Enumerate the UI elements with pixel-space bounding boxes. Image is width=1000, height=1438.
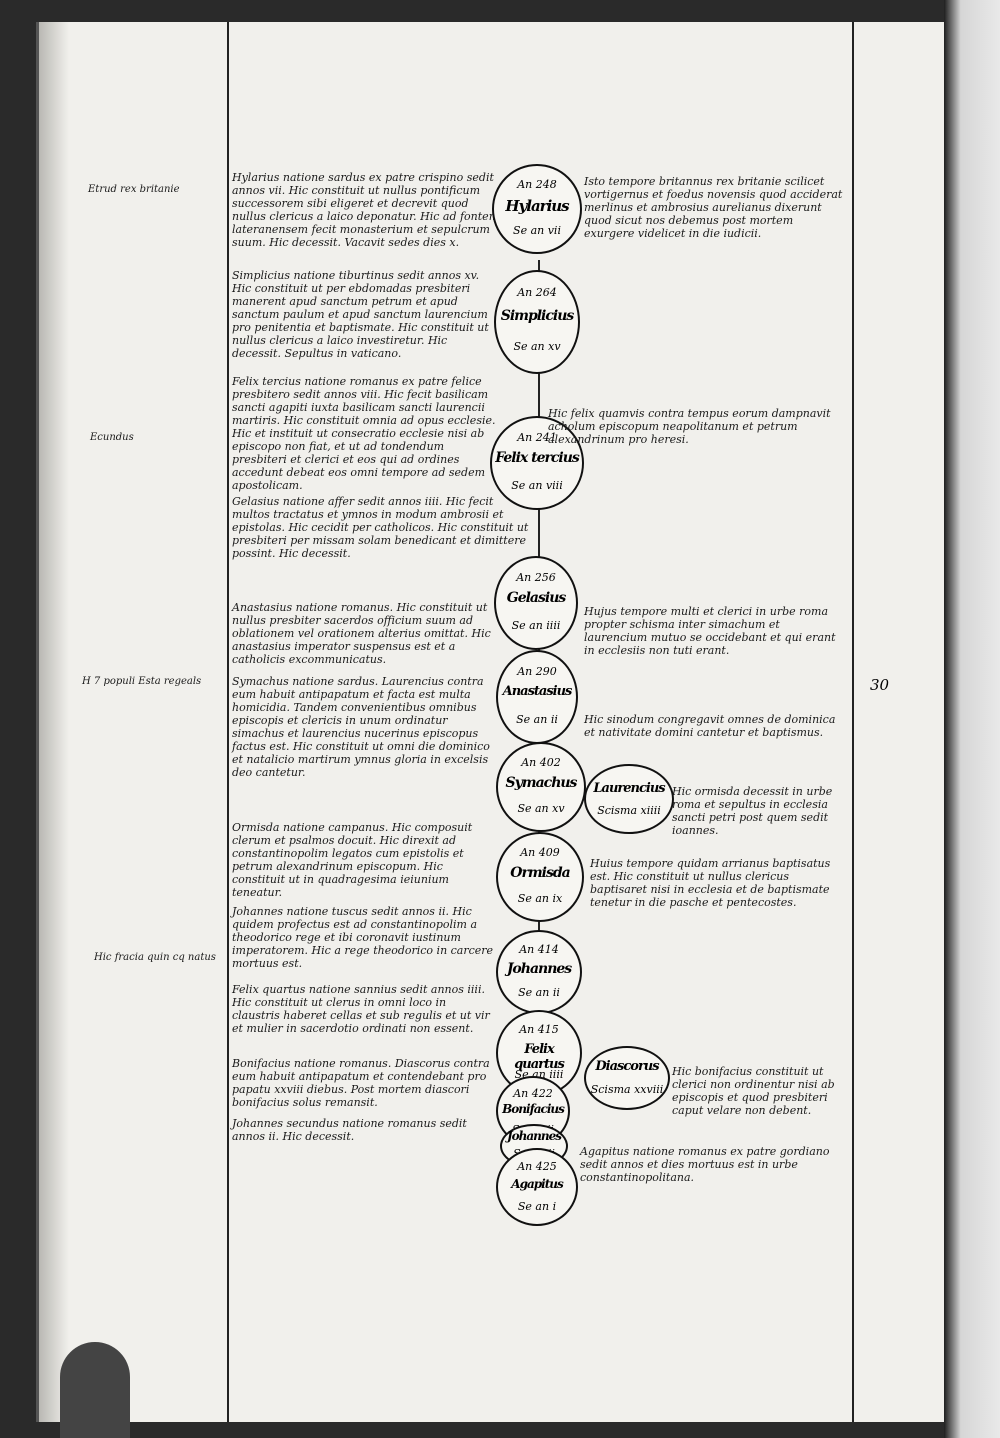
entry-simplicius: Simplicius natione tiburtinus sedit anno… [232, 269, 489, 360]
folio-number: 30 [870, 676, 890, 694]
right-entry-3: Hujus tempore multi et clerici in urbe r… [584, 605, 836, 657]
thumb-shadow [60, 1342, 130, 1438]
right-margin-rule [852, 22, 854, 1422]
right-entry-4: Hic sinodum congregavit omnes de dominic… [584, 713, 836, 739]
entry-gelasius: Gelasius natione affer sedit annos iiii.… [232, 495, 529, 560]
entry-hylarius: Hylarius natione sardus ex patre crispin… [232, 171, 500, 249]
entry-anastasius: Anastasius natione romanus. Hic constitu… [232, 601, 491, 666]
entry-ormisda: Ormisda natione campanus. Hic composuit … [232, 821, 473, 899]
right-entry-2: Hic felix quamvis contra tempus eorum da… [548, 407, 831, 446]
margin-note-4: Hic fracia quin cq natus [94, 952, 216, 963]
margin-note-3: H 7 populi Esta regeals [82, 676, 202, 687]
entry-symachus: Symachus natione sardus. Laurencius cont… [232, 675, 490, 779]
entry-felix-tercius: Felix tercius natione romanus ex patre f… [232, 375, 496, 492]
right-entry-6: Huius tempore quidam arrianus baptisatus… [590, 857, 831, 909]
manuscript-page [36, 22, 947, 1422]
right-entry-5: Hic ormisda decessit in urbe roma et sep… [672, 785, 833, 837]
right-entry-7: Hic bonifacius constituit ut clerici non… [672, 1065, 835, 1117]
entry-johannes: Johannes natione tuscus sedit annos ii. … [232, 905, 494, 970]
entry-felix-quartus: Felix quartus natione sannius sedit anno… [232, 983, 490, 1035]
right-entry-8: Agapitus natione romanus ex patre gordia… [580, 1145, 830, 1184]
right-entry-1: Isto tempore britannus rex britanie scil… [584, 175, 843, 240]
left-margin-rule [227, 22, 229, 1422]
entry-bonifacius: Bonifacius natione romanus. Diascorus co… [232, 1057, 490, 1109]
entry-johannes-secundus: Johannes secundus natione romanus sedit … [232, 1117, 467, 1143]
next-page-edge [944, 0, 1000, 1438]
margin-note-2: Ecundus [90, 432, 134, 443]
margin-note-1: Etrud rex britanie [88, 184, 180, 195]
